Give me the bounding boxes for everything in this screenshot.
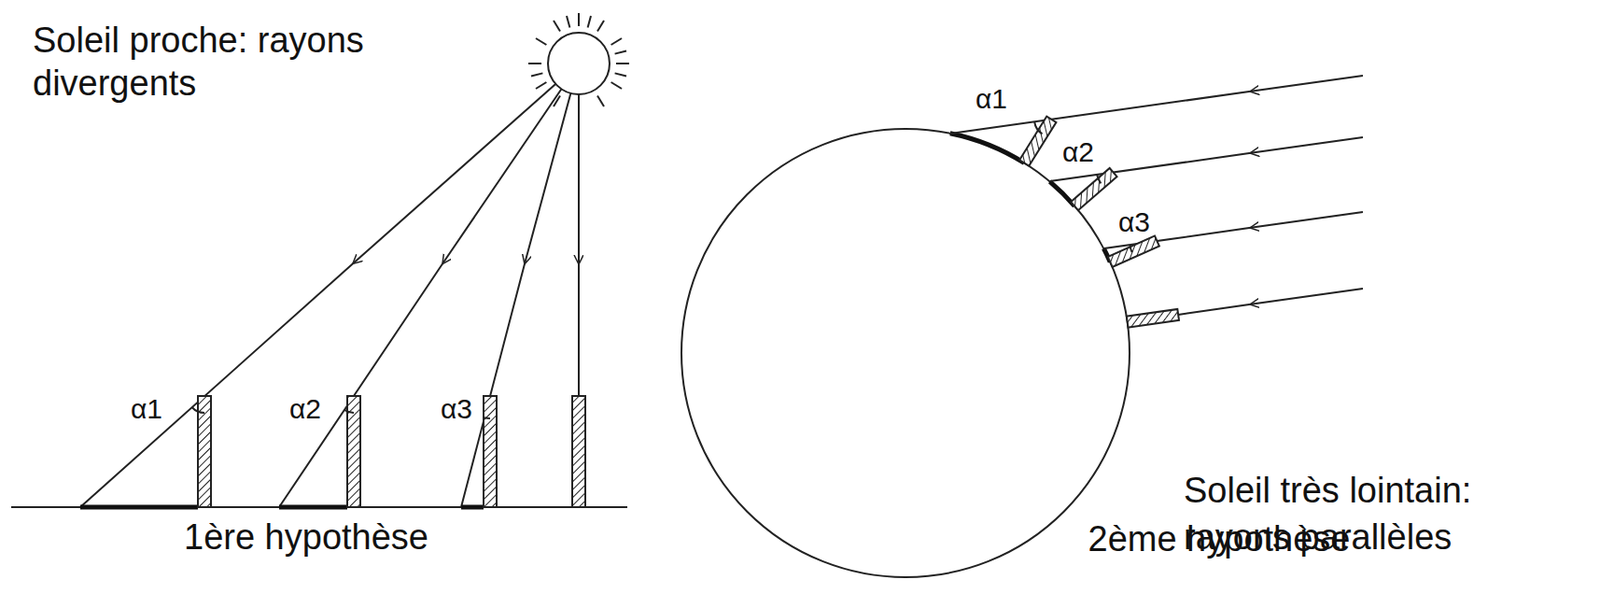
ground-line (11, 505, 628, 508)
sun-symbol (528, 13, 630, 107)
note-text: Soleil proche: rayons divergents (32, 18, 388, 105)
hypothesis-caption: 2ème hypothèse (1069, 517, 1369, 561)
angle-label: α2 (1062, 135, 1100, 169)
angle-label: α3 (440, 392, 478, 425)
earth-circle (681, 128, 1130, 577)
angle-label: α1 (975, 82, 1013, 115)
angle-label: α1 (130, 392, 169, 425)
angle-label: α2 (289, 392, 327, 425)
parallel-rays (950, 75, 1363, 315)
divergent-rays (80, 63, 579, 507)
angle-arcs-right (1034, 122, 1132, 253)
shadows (80, 505, 484, 510)
sticks-right (1019, 116, 1179, 328)
angle-label: α3 (1118, 205, 1156, 239)
sticks (197, 395, 586, 507)
hypothesis-caption: 1ère hypothèse (166, 515, 447, 559)
